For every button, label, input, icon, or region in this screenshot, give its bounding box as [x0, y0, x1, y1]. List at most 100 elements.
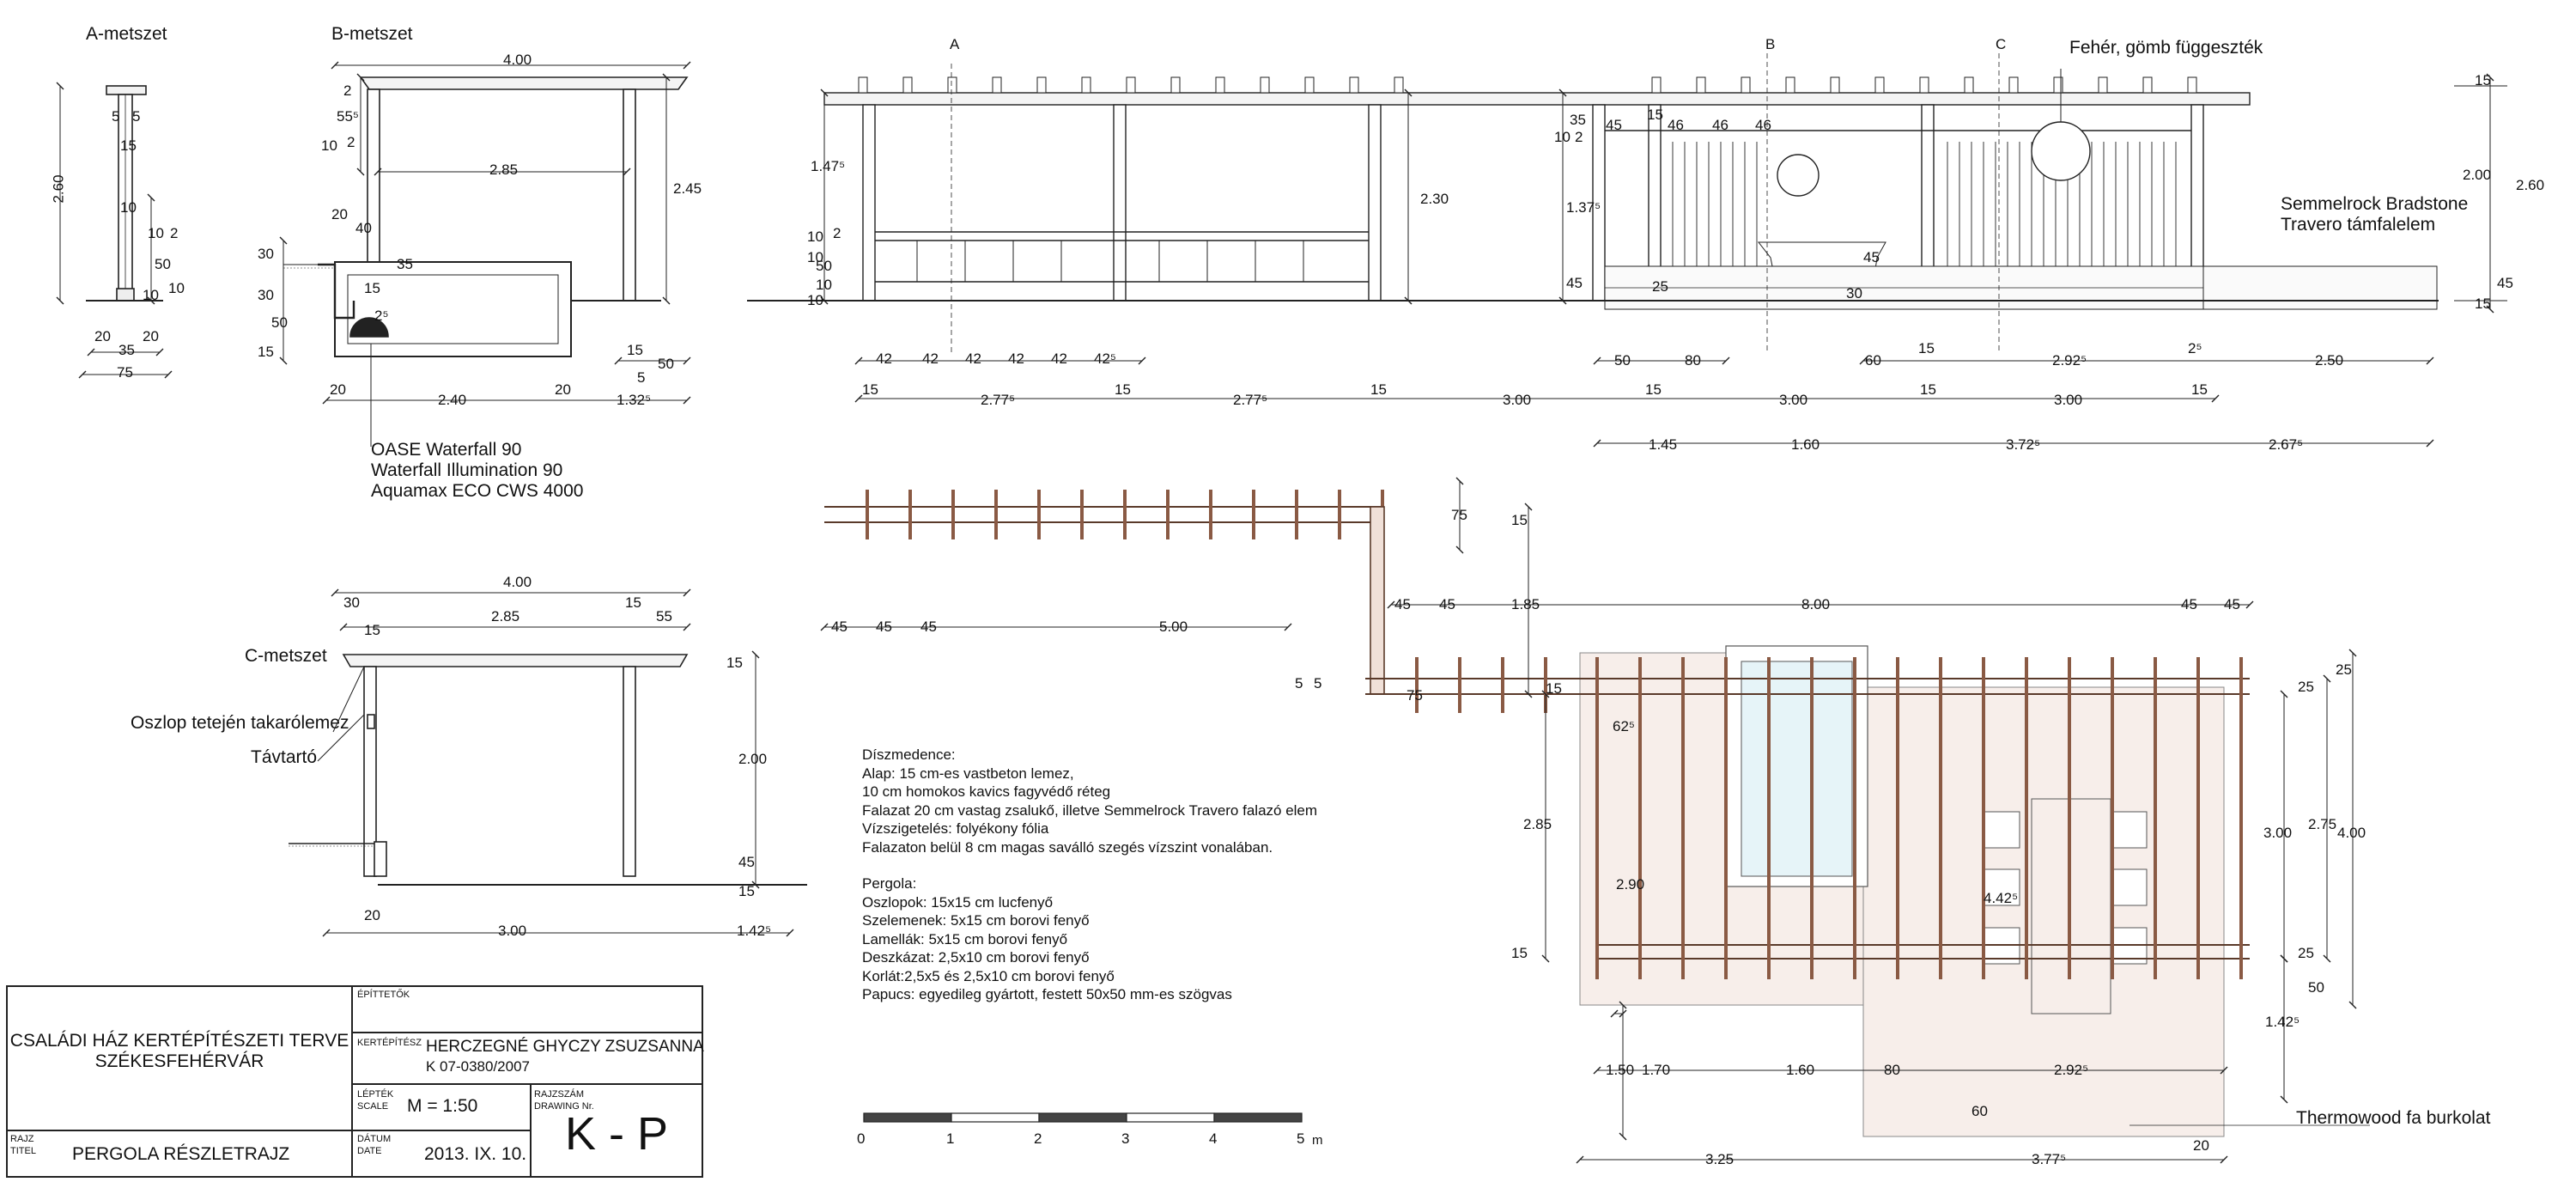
dim-label: 5.00 [1159, 618, 1188, 635]
dim-label: 15 [120, 137, 137, 154]
tb-date-value: 2013. IX. 10. [424, 1144, 527, 1164]
tb-title-label-1: RAJZ [10, 1134, 34, 1144]
note-pond-line: Alap: 15 cm-es vastbeton lemez, [862, 765, 1074, 782]
tb-title-label-2: TITEL [10, 1146, 36, 1156]
cut-marker-a: A [950, 36, 960, 52]
tb-date-label-1: DÁTUM [357, 1134, 392, 1144]
dim-label: 10 [148, 225, 164, 241]
dim-label: 50 [155, 256, 171, 272]
dim-label: 45 [876, 618, 892, 635]
plan-view [820, 477, 2370, 1164]
section-a-title: A-metszet [86, 24, 167, 44]
dim-label: 15 [1511, 512, 1528, 528]
dim-label: 2.77⁵ [1233, 392, 1268, 408]
dim-label: 5 [637, 369, 646, 386]
dim-label: 15 [738, 883, 755, 899]
note-pond-line: Falazat 20 cm vastag zsalukő, illetve Se… [862, 801, 1318, 819]
note-pergola-title: Pergola: [862, 875, 917, 892]
dim-label: 10 [816, 277, 832, 293]
dim-label: 1.47⁵ [811, 158, 846, 174]
dim-label: 42 [876, 350, 892, 367]
tb-scale-label-1: LÉPTÉK [357, 1089, 394, 1100]
dim-label: 2.90 [1616, 876, 1645, 893]
dim-label: 5 [1314, 675, 1322, 692]
dim-label: 25 [2298, 679, 2314, 695]
note-pond-line: Falazaton belül 8 cm magas saválló szegé… [862, 838, 1273, 856]
tb-date-label-2: DATE [357, 1146, 382, 1156]
dim-label: 75 [117, 364, 133, 381]
dim-label: 1.45 [1649, 436, 1678, 453]
annotation-pendant: Fehér, gömb függeszték [2069, 38, 2263, 58]
scale-unit: m [1312, 1133, 1323, 1148]
dim-label: 20 [364, 907, 380, 923]
dim-label: 1.60 [1786, 1062, 1815, 1078]
dim-label: 3.00 [498, 923, 527, 939]
dim-label: 35 [118, 342, 135, 358]
tb-project: CSALÁDI HÁZ KERTÉPÍTÉSZETI TERVE SZÉKESF… [7, 1031, 352, 1072]
dim-label: 2 [170, 225, 179, 241]
dim-label: 2.60 [2516, 177, 2545, 193]
dim-label: 2.77⁵ [981, 392, 1016, 408]
dim-label: 45 [1566, 275, 1583, 291]
dim-label: 20 [555, 381, 571, 398]
annotation-decking: Thermowood fa burkolat [2296, 1108, 2491, 1128]
dim-label: 5 [132, 108, 141, 125]
tb-project-line2: SZÉKESFEHÉRVÁR [94, 1051, 264, 1071]
note-pergola-line: Szelemenek: 5x15 cm borovi fenyő [862, 912, 1090, 929]
dim-label: 15 [364, 622, 380, 638]
dim-label: 2.92⁵ [2052, 352, 2087, 369]
dim-label: 1.37⁵ [1566, 199, 1601, 216]
dim-label: 30 [258, 246, 274, 262]
tb-scale-label-2: SCALE [357, 1101, 389, 1112]
dim-label: 25 [2298, 945, 2314, 961]
note-pergola-line: Korlát:2,5x5 és 2,5x10 cm borovi fenyő [862, 967, 1115, 984]
dim-label: 1.42⁵ [737, 923, 772, 939]
dim-label: 55 [656, 608, 672, 625]
dim-label: 20 [143, 328, 159, 344]
dim-label: 80 [1884, 1062, 1900, 1078]
dim-label: 50 [658, 356, 674, 372]
cut-marker-b: B [1765, 36, 1776, 52]
scale-bar [863, 1112, 1303, 1123]
dim-label: 4.00 [503, 52, 532, 68]
dim-label: 2⁵ [374, 308, 389, 324]
dim-label: 45 [2224, 596, 2240, 612]
dim-label: 20 [94, 328, 111, 344]
dim-label: 2 [833, 225, 841, 241]
section-c-title: C-metszet [245, 646, 327, 666]
dim-label: 15 [1546, 680, 1562, 697]
scale-tick-label: 4 [1209, 1130, 1218, 1147]
dim-label: 5 [112, 108, 120, 125]
section-c [289, 588, 807, 937]
dim-label: 3.77⁵ [2032, 1151, 2067, 1167]
dim-label: 2.00 [738, 751, 768, 767]
annotation-pump-3: Aquamax ECO CWS 4000 [371, 481, 584, 501]
dim-label: 60 [1971, 1103, 1988, 1119]
scale-tick-label: 3 [1121, 1130, 1130, 1147]
dim-label: 3.25 [1705, 1151, 1735, 1167]
title-block-frame [6, 985, 703, 1178]
dim-label: 2.67⁵ [2269, 436, 2304, 453]
dim-label: 50 [816, 258, 832, 274]
dim-label: 10 [807, 249, 823, 265]
tb-drawing-number: K - P [564, 1108, 669, 1160]
dim-label: 2.40 [438, 392, 467, 408]
dim-label: 15 [1918, 340, 1935, 356]
dim-label: 50 [2308, 979, 2324, 996]
dim-label: 4.00 [503, 574, 532, 590]
dim-label: 1.85 [1511, 596, 1540, 612]
tb-drawing-label-2: DRAWING Nr. [534, 1101, 594, 1112]
dim-label: 2.30 [1420, 191, 1449, 207]
dim-label: 45 [1606, 117, 1622, 133]
dim-label: 1.42⁵ [2265, 1014, 2300, 1030]
annotation-pump-1: OASE Waterfall 90 [371, 440, 522, 460]
elevation [747, 53, 2507, 448]
dim-label: 15 [364, 280, 380, 296]
scale-tick-label: 0 [857, 1130, 866, 1147]
scale-tick-label: 2 [1034, 1130, 1042, 1147]
annotation-post-cover: Oszlop tetején takarólemez [131, 713, 349, 733]
dim-label: 10 [168, 280, 185, 296]
dim-label: 15 [258, 344, 274, 360]
